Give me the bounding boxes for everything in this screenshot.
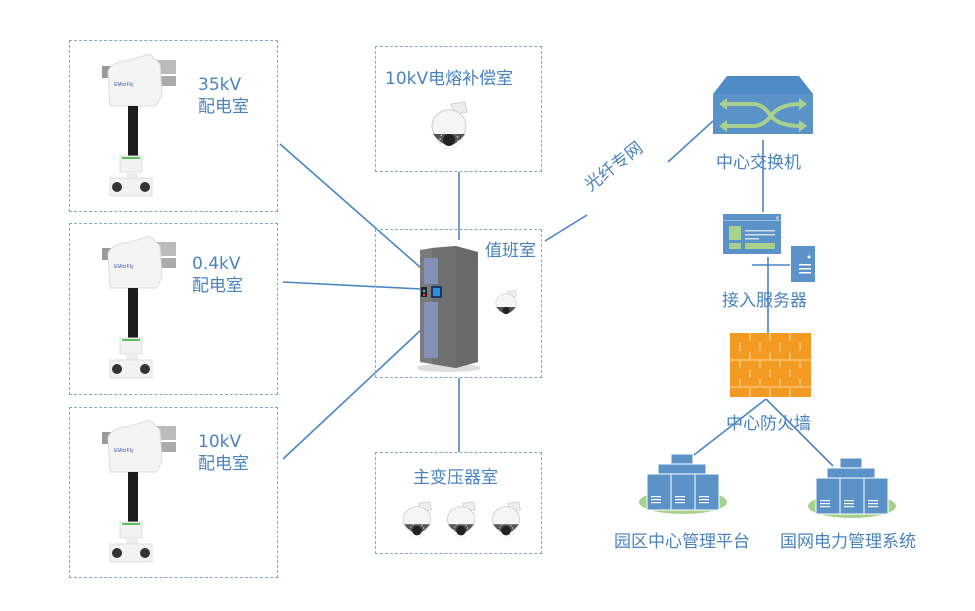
- room-10kv-voltage: 10kV: [198, 432, 242, 452]
- duty-room-box: [375, 229, 542, 378]
- room-35kv-label: 35kV 配电室: [198, 74, 249, 118]
- room-10kv-box: [69, 407, 278, 578]
- dome-camera-icon: [403, 501, 432, 539]
- dome-camera-icon: [431, 101, 468, 150]
- rail-robot-icon: EMicrFly: [102, 53, 176, 197]
- compensation-room-box: [375, 46, 542, 172]
- grid-system-label: 国网电力管理系统: [780, 532, 916, 552]
- transformer-room-label: 主变压器室: [413, 468, 498, 488]
- park-platform-label: 园区中心管理平台: [614, 532, 750, 552]
- access-server-icon: ×: [723, 214, 815, 282]
- transformer-room-box: [375, 452, 542, 554]
- dome-camera-icon: [495, 289, 518, 315]
- dome-camera-icon: [447, 501, 476, 539]
- dome-camera-icon: [492, 501, 521, 539]
- svg-text:EMicrFly: EMicrFly: [114, 448, 134, 454]
- rail-robot-icon: EMicrFly: [102, 235, 176, 379]
- room-04kv-voltage: 0.4kV: [192, 254, 241, 274]
- access-server-label: 接入服务器: [722, 291, 807, 311]
- firewall-icon: [730, 333, 811, 397]
- compensation-room-label: 10kV电熔补偿室: [385, 69, 514, 89]
- firewall-label: 中心防火墙: [726, 414, 811, 434]
- link-duty-switch: [544, 214, 588, 242]
- svg-text:EMicrFly: EMicrFly: [114, 82, 134, 88]
- room-35kv-name: 配电室: [198, 97, 249, 117]
- rail-robot-icon: EMicrFly: [102, 419, 176, 563]
- room-04kv-box: [69, 223, 278, 395]
- svg-text:EMicrFly: EMicrFly: [114, 264, 134, 270]
- room-04kv-name: 配电室: [192, 276, 243, 296]
- link-fiber-switch: [667, 120, 714, 163]
- switch-label: 中心交换机: [716, 153, 801, 173]
- duty-room-label: 值班室: [485, 241, 536, 261]
- room-10kv-name: 配电室: [198, 454, 249, 474]
- room-35kv-voltage: 35kV: [198, 75, 242, 95]
- room-10kv-label: 10kV 配电室: [198, 431, 249, 475]
- switch-icon: [713, 76, 813, 134]
- server-cluster-icon: [639, 453, 727, 514]
- server-cluster-icon: [808, 457, 896, 518]
- fiber-network-label: 光纤专网: [581, 138, 647, 196]
- room-04kv-label: 0.4kV 配电室: [192, 253, 243, 297]
- room-35kv-box: [69, 40, 278, 212]
- server-cabinet-icon: [418, 246, 480, 372]
- svg-text:×: ×: [775, 215, 780, 222]
